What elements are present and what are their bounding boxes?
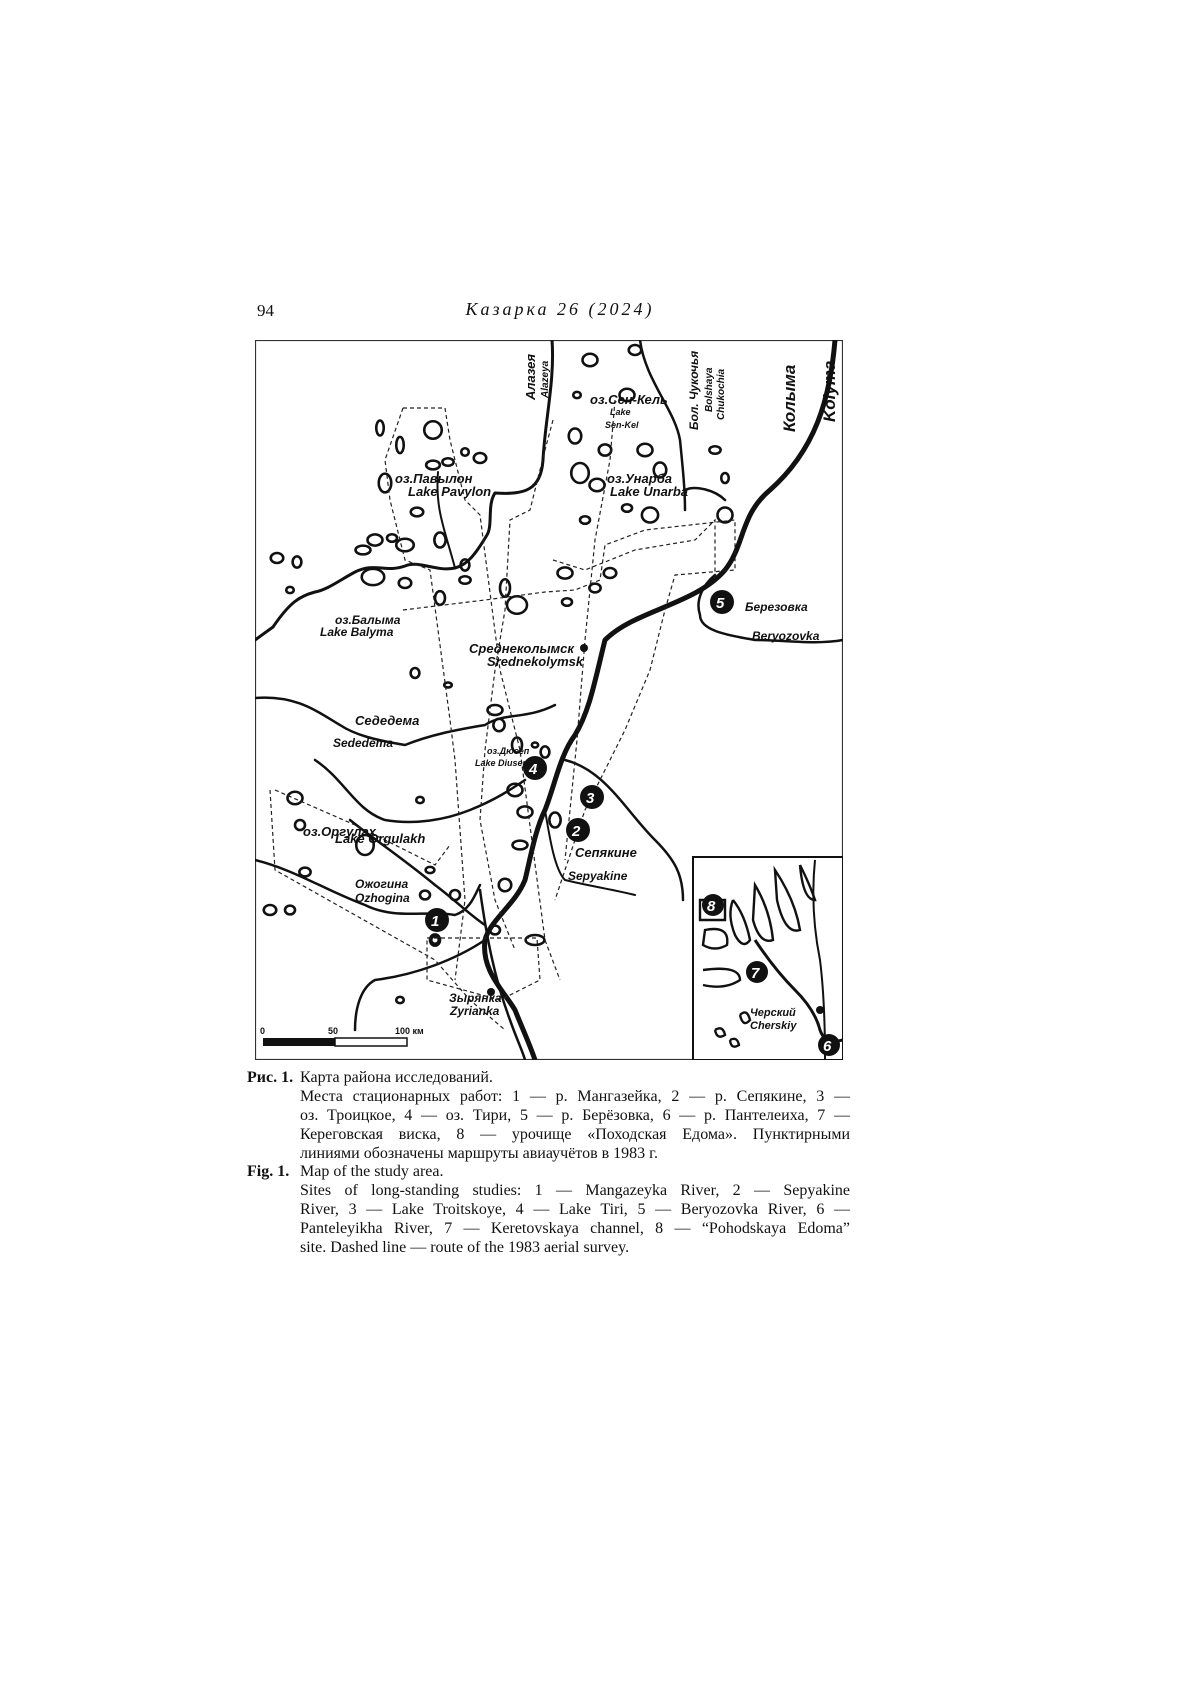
caption-en-title: Map of the study area.	[300, 1162, 850, 1181]
label-ozhogina-ru: Ожогина	[355, 877, 408, 891]
site-3: 3	[586, 790, 595, 807]
label-senkel-en1: Lake	[610, 407, 631, 417]
site-2: 2	[571, 823, 581, 840]
site-8: 8	[707, 898, 716, 915]
label-senkel-ru: оз.Сен-Кель	[590, 392, 668, 407]
caption-ru: Рис. 1. Карта района исследований. Места…	[247, 1068, 850, 1163]
site-4: 4	[528, 761, 538, 778]
label-zyrianka-en: Zyrianka	[449, 1004, 500, 1018]
caption-ru-line: Кереговская виска, 8 — урочище «Походска…	[300, 1125, 850, 1144]
caption-en-line: site. Dashed line — route of the 1983 ae…	[300, 1238, 850, 1257]
label-alazeya-en: Alazeya	[540, 360, 551, 399]
caption-ru-line: Места стационарных работ: 1 — р. Мангазе…	[300, 1087, 850, 1106]
caption-en: Fig. 1. Map of the study area. Sites of …	[247, 1162, 850, 1257]
site-7: 7	[751, 965, 760, 982]
site-6: 6	[823, 1038, 832, 1055]
label-unarba-en: Lake Unarba	[610, 484, 688, 499]
caption-ru-title: Карта района исследований.	[300, 1068, 850, 1087]
label-srednekolymsk-en: Srednekolymsk	[487, 654, 584, 669]
srednekolymsk-dot	[580, 644, 588, 652]
caption-ru-label: Рис. 1.	[247, 1068, 293, 1087]
label-diusep-ru: оз.Дюсеп	[487, 746, 530, 756]
caption-en-line: Panteleyikha River, 7 — Keretovskaya cha…	[300, 1219, 850, 1238]
scale-tick-0: 0	[260, 1026, 265, 1036]
label-chukochia-en2: Chukochia	[716, 368, 727, 420]
caption-en-line: Sites of long-standing studies: 1 — Mang…	[300, 1181, 850, 1200]
label-ozhogina-en: Ozhogina	[355, 891, 410, 905]
label-kolyma-ru: Колыма	[780, 365, 799, 432]
caption-en-line: River, 3 — Lake Troitskoye, 4 — Lake Tir…	[300, 1200, 850, 1219]
caption-ru-line: линиями обозначены маршруты авиаучётов в…	[300, 1144, 850, 1163]
label-cherskiy-en: Cherskiy	[750, 1020, 797, 1032]
label-zyrianka-ru: Зырянка	[449, 991, 502, 1005]
caption-en-label: Fig. 1.	[247, 1162, 289, 1181]
label-sededema-ru: Седедема	[355, 713, 419, 728]
label-pavylon-en: Lake Pavylon	[408, 484, 491, 499]
label-cherskiy-ru: Черский	[750, 1007, 796, 1019]
label-beryozovka-en: Beryozovka	[752, 629, 820, 643]
label-chukochia-ru: Бол. Чукочья	[687, 351, 701, 430]
page-number: 94	[257, 301, 274, 321]
label-orgulakh-en: Lake Orgulakh	[335, 831, 425, 846]
label-sededema-en: Sededema	[333, 736, 393, 750]
site-5: 5	[716, 595, 725, 612]
label-alazeya-ru: Алазея	[523, 354, 538, 401]
label-balyma-en: Lake Balyma	[320, 625, 394, 639]
label-beryozovka-ru: Березовка	[745, 600, 808, 614]
label-senkel-en2: Sen-Kel	[605, 420, 639, 430]
study-area-map: Алазея Alazeya Бол. Чукочья Bolshaya Chu…	[255, 340, 843, 1060]
scale-tick-50: 50	[328, 1026, 338, 1036]
site-1: 1	[431, 913, 439, 930]
inset-map: 8 7 6 Черский Cherskiy	[693, 857, 843, 1060]
caption-ru-line: оз. Троицкое, 4 — оз. Тири, 5 — р. Берёз…	[300, 1106, 850, 1125]
label-kolyma-en: Kolyma	[820, 361, 839, 422]
label-diusep-en: Lake Diusep	[475, 758, 529, 768]
label-sepyakine-en: Sepyakine	[568, 869, 628, 883]
label-sepyakine-ru: Сепякине	[575, 845, 637, 860]
label-chukochia-en1: Bolshaya	[704, 367, 715, 412]
scale-tick-100: 100 км	[395, 1026, 424, 1036]
running-title: Казарка 26 (2024)	[440, 299, 680, 320]
